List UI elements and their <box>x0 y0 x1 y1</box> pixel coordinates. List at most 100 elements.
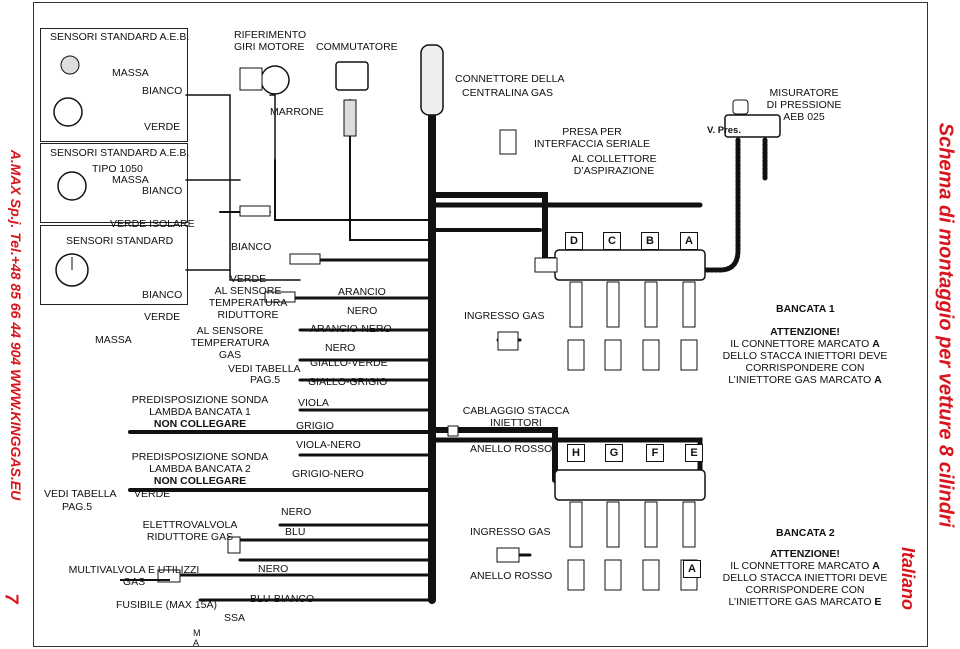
label-grigio-nero: GRIGIO-NERO <box>292 468 364 480</box>
label-sensore-gas: AL SENSORE TEMPERATURA GAS <box>190 325 270 361</box>
label-giallo-verde: GIALLO-VERDE <box>310 357 388 369</box>
label-marrone: MARRONE <box>270 106 324 118</box>
label-nero1: NERO <box>347 305 378 317</box>
label-elettrovalvola-2: RIDUTTORE GAS <box>146 531 234 543</box>
label-v-pres: V. Pres. <box>707 125 741 136</box>
sensor-box-1 <box>40 28 188 142</box>
sensor-box-3 <box>40 225 188 305</box>
label-vedi-tabella: VEDI TABELLA <box>228 363 301 375</box>
sensor-box1-title: SENSORI STANDARD A.E.B. <box>50 31 190 43</box>
label-m: M <box>193 628 201 638</box>
label-verde-sensore-3: TEMPERATURA <box>208 297 288 309</box>
label-sensore-gas-2: TEMPERATURA <box>190 337 270 349</box>
injector-tag-g: G <box>605 444 623 462</box>
bank2-line4b: E <box>874 596 882 608</box>
bank1-line4a: L’INIETTORE GAS MARCATO <box>728 374 875 386</box>
label-giri-motore: GIRI MOTORE <box>234 41 305 53</box>
injector-tag-d: D <box>565 232 583 250</box>
sensor-box3-verde: VERDE <box>144 311 181 323</box>
label-cablaggio-1: CABLAGGIO STACCA <box>462 405 570 417</box>
label-ingresso-gas-2: INGRESSO GAS <box>470 526 551 538</box>
label-anello-rosso-1: ANELLO ROSSO <box>470 443 553 455</box>
label-giallo-grigio: GIALLO-GRIGIO <box>308 376 388 388</box>
label-cablaggio: CABLAGGIO STACCA INIETTORI <box>462 405 570 429</box>
bank1-attenzione: ATTENZIONE! <box>770 326 840 338</box>
injector-tag-f: F <box>646 444 664 462</box>
sensor-pag5: PAG.5 <box>62 501 93 513</box>
bank2-note: ATTENZIONE! IL CONNETTORE MARCATO A DELL… <box>720 548 890 608</box>
injector-tag-c: C <box>603 232 621 250</box>
label-lambda2: PREDISPOSIZIONE SONDA LAMBDA BANCATA 2 N… <box>130 451 270 487</box>
label-collettore: AL COLLETTORE D’ASPIRAZIONE <box>568 153 660 177</box>
label-multivalvola: MULTIVALVOLA E UTILIZZI GAS <box>66 564 202 588</box>
bank1-note-line1: IL CONNETTORE MARCATO A <box>720 338 890 350</box>
label-presa-1: PRESA PER <box>562 126 622 138</box>
label-misuratore-1: MISURATORE <box>769 87 839 99</box>
bank1-line3: CORRISPONDERE CON <box>745 362 865 374</box>
label-a: A <box>193 638 200 648</box>
label-sensore-gas-3: GAS <box>218 349 242 361</box>
label-lambda2-2: LAMBDA BANCATA 2 <box>149 463 251 475</box>
sensor-box2-verde-isolare: VERDE ISOLARE <box>110 218 195 230</box>
label-arancio-nero: ARANCIO-NERO <box>310 323 392 335</box>
bank2-attenzione: ATTENZIONE! <box>770 548 840 560</box>
connector-mark-a: A <box>683 560 701 578</box>
label-viola-nero: VIOLA-NERO <box>296 439 361 451</box>
label-lambda1-1: PREDISPOSIZIONE SONDA <box>131 394 269 406</box>
bank1-note-line4: L’INIETTORE GAS MARCATO A <box>720 374 890 386</box>
label-multivalvola-2: GAS <box>122 576 146 588</box>
label-collettore-1: AL COLLETTORE <box>571 153 657 165</box>
injector-tag-b: B <box>641 232 659 250</box>
label-commutatore: COMMUTATORE <box>316 41 398 53</box>
label-nero3: NERO <box>281 506 312 518</box>
bank2-title: BANCATA 2 <box>776 527 835 539</box>
label-pag5: PAG.5 <box>250 374 281 386</box>
bank1-title: BANCATA 1 <box>776 303 835 315</box>
label-viola: VIOLA <box>298 397 329 409</box>
label-presa-2: INTERFACCIA SERIALE <box>533 138 651 150</box>
bank2-line3: CORRISPONDERE CON <box>745 584 865 596</box>
label-blu: BLU <box>285 526 306 538</box>
label-cablaggio-2: INIETTORI <box>490 417 542 429</box>
label-nero2: NERO <box>325 342 356 354</box>
injector-tag-e: E <box>685 444 703 462</box>
label-riferimento: RIFERIMENTO <box>234 29 307 41</box>
label-lambda1-2: LAMBDA BANCATA 1 <box>149 406 251 418</box>
bank1-note: ATTENZIONE! IL CONNETTORE MARCATO A DELL… <box>720 326 890 386</box>
label-presa: PRESA PER INTERFACCIA SERIALE <box>532 126 652 150</box>
label-misuratore: MISURATORE DI PRESSIONE AEB 025 <box>760 87 848 123</box>
sensor-box1-verde: VERDE <box>144 121 181 133</box>
label-verde-sensore-2: AL SENSORE <box>214 285 282 297</box>
main-frame <box>33 2 928 647</box>
label-ssa: SSA <box>224 612 246 624</box>
label-misuratore-2: DI PRESSIONE <box>766 99 842 111</box>
label-verde-sensore-1: VERDE <box>229 273 267 285</box>
label-grigio: GRIGIO <box>296 420 334 432</box>
label-elettrovalvola: ELETTROVALVOLA RIDUTTORE GAS <box>140 519 240 543</box>
label-misuratore-3: AEB 025 <box>783 111 825 123</box>
label-arancio: ARANCIO <box>338 286 386 298</box>
sensor-box2-tipo: TIPO 1050 <box>92 163 143 175</box>
bank2-note-line1: IL CONNETTORE MARCATO A <box>720 560 890 572</box>
label-ingresso-gas-1: INGRESSO GAS <box>464 310 545 322</box>
bank1-line1a: IL CONNETTORE MARCATO <box>730 338 873 350</box>
bank2-note-line4: L’INIETTORE GAS MARCATO E <box>720 596 890 608</box>
sensor-vedi-tabella: VEDI TABELLA <box>44 488 117 500</box>
bank1-line2: DELLO STACCA INIETTORI DEVE <box>722 350 888 362</box>
label-lambda2-1: PREDISPOSIZIONE SONDA <box>131 451 269 463</box>
bank1-line1b: A <box>872 338 880 350</box>
label-verde: VERDE <box>134 488 171 500</box>
label-bianco: BIANCO <box>231 241 272 253</box>
bank2-line2: DELLO STACCA INIETTORI DEVE <box>722 572 888 584</box>
injector-tag-h: H <box>567 444 585 462</box>
label-lambda1-3: NON COLLEGARE <box>153 418 247 430</box>
label-blu-bianco: BLU-BIANCO <box>250 593 315 605</box>
label-fusibile: FUSIBILE (MAX 15A) <box>116 599 217 611</box>
label-anello-rosso-2: ANELLO ROSSO <box>470 570 553 582</box>
injector-tag-a: A <box>680 232 698 250</box>
sensor-box3-title: SENSORI STANDARD <box>66 235 174 247</box>
bank1-line4b: A <box>874 374 882 386</box>
sensor-box2-bianco: BIANCO <box>142 185 183 197</box>
bank2-line4a: L’INIETTORE GAS MARCATO <box>728 596 875 608</box>
label-collettore-2: D’ASPIRAZIONE <box>573 165 655 177</box>
